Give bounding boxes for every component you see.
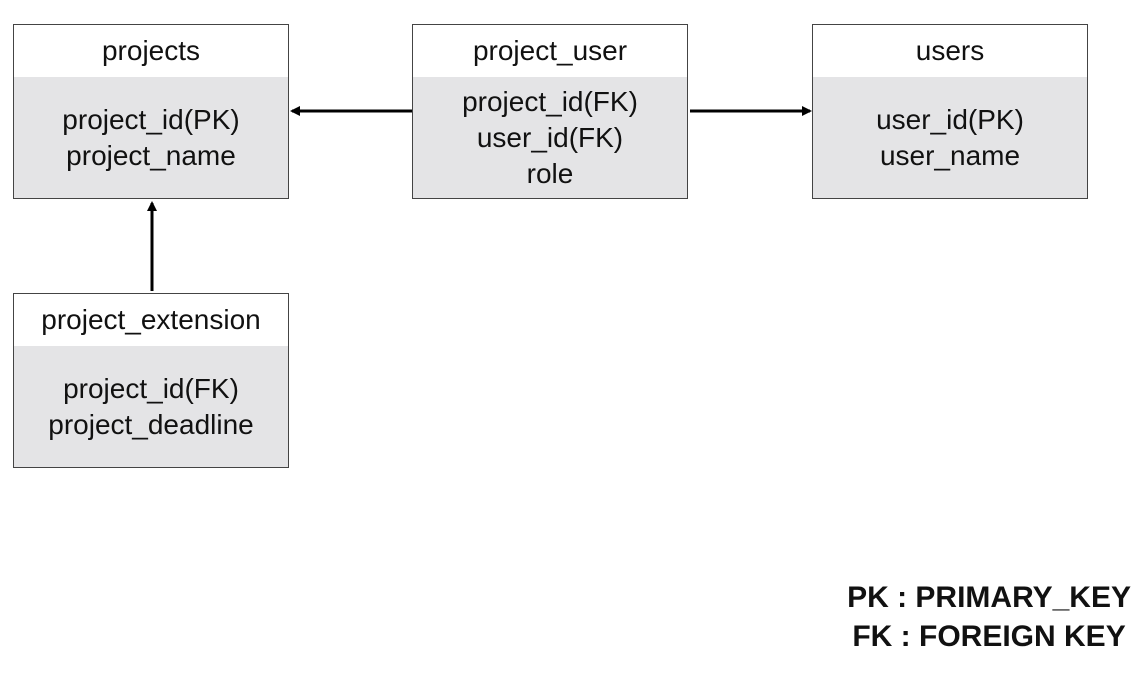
field-project-name: project_name [66,139,236,171]
entity-users: users user_id(PK) user_name [812,24,1088,199]
entity-title: users [813,25,1087,77]
field-user-id: user_id(FK) [476,121,624,153]
entity-title: projects [14,25,288,77]
entity-projects: projects project_id(PK) project_name [13,24,289,199]
entity-project-extension: project_extension project_id(FK) project… [13,293,289,468]
entity-project-user: project_user project_id(FK) user_id(FK) … [412,24,688,199]
field-role: role [526,157,574,189]
field-project-id: project_id(PK) [62,103,240,135]
entity-title: project_user [413,25,687,77]
field-project-id: project_id(FK) [462,85,638,117]
field-project-deadline: project_deadline [48,408,254,440]
field-user-name: user_name [879,139,1021,171]
field-project-id: project_id(FK) [63,372,239,404]
entity-fields: project_id(FK) project_deadline [14,346,288,467]
legend-pk: PK : PRIMARY_KEY [847,581,1131,614]
entity-fields: project_id(FK) user_id(FK) role [413,77,687,198]
legend-fk: FK : FOREIGN KEY [852,620,1126,653]
legend: PK : PRIMARY_KEY FK : FOREIGN KEY [847,578,1131,656]
entity-fields: user_id(PK) user_name [813,77,1087,198]
entity-fields: project_id(PK) project_name [14,77,288,198]
entity-title: project_extension [14,294,288,346]
field-user-id: user_id(PK) [876,103,1024,135]
